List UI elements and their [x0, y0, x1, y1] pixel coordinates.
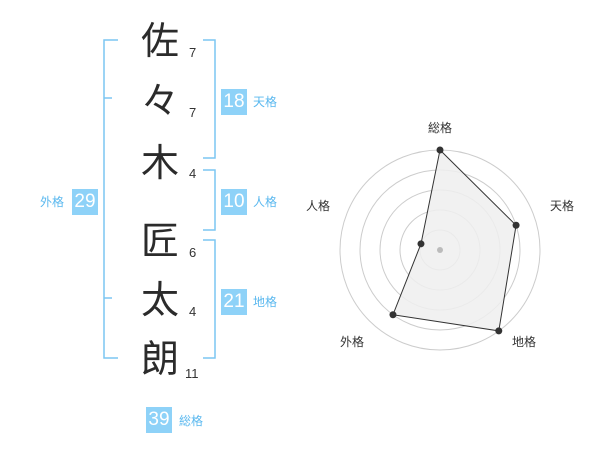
- name-char-1: 佐: [140, 19, 179, 63]
- tenkaku-label: 天格: [253, 95, 278, 109]
- gaikaku-label: 外格: [40, 195, 65, 209]
- stroke-count-2: 7: [189, 105, 197, 120]
- name-char-4: 匠: [140, 219, 179, 263]
- name-char-2: 々: [140, 79, 179, 123]
- radar-axis-label-1: 総格: [428, 120, 452, 135]
- radar-data-area: [392, 148, 517, 332]
- radar-center-dot: [437, 247, 443, 253]
- radar-axis-label-3: 地格: [512, 334, 536, 349]
- radar-point-4: [389, 311, 397, 319]
- stroke-count-6: 11: [185, 366, 199, 381]
- stroke-count-5: 4: [189, 304, 197, 319]
- tenkaku-bracket: [203, 39, 216, 159]
- radar-point-5: [417, 240, 425, 248]
- chikaku-label: 地格: [253, 295, 278, 309]
- radar-point-3: [495, 327, 503, 335]
- tenkaku-badge: 18: [221, 89, 247, 115]
- radar-point-1: [436, 146, 444, 154]
- jinkaku-badge: 10: [221, 189, 247, 215]
- name-char-5: 太: [140, 278, 179, 322]
- stroke-count-3: 4: [189, 166, 197, 181]
- jinkaku-bracket: [203, 169, 216, 231]
- radar-axis-label-4: 外格: [340, 334, 364, 349]
- soukaku-label: 総格: [179, 414, 204, 428]
- soukaku-badge: 39: [146, 407, 172, 433]
- jinkaku-label: 人格: [253, 195, 278, 209]
- radar-axis-label-5: 人格: [306, 198, 330, 213]
- stroke-count-4: 6: [189, 245, 197, 260]
- gaikaku-badge: 29: [72, 189, 98, 215]
- name-char-6: 朗: [140, 337, 179, 381]
- gaikaku-bracket: [103, 39, 118, 359]
- radar-point-2: [512, 221, 520, 229]
- chikaku-badge: 21: [221, 289, 247, 315]
- radar-axis-label-2: 天格: [550, 198, 574, 213]
- stroke-count-1: 7: [189, 45, 197, 60]
- chikaku-bracket: [203, 239, 216, 359]
- name-char-3: 木: [140, 141, 179, 185]
